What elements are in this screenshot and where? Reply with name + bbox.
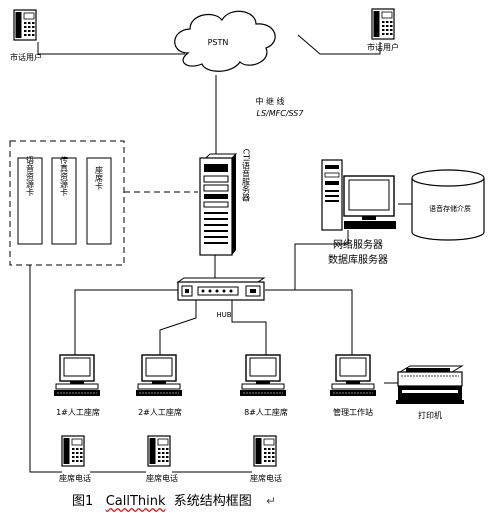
workstation-1-label: 1#人工座席: [56, 407, 100, 417]
network-server-label: 网络服务器: [333, 238, 383, 251]
printer-label: 打印机: [418, 410, 442, 420]
line-right-user-pstn: [297, 34, 381, 55]
trunk-line-label: 中 继 线: [255, 96, 284, 106]
seat-phone-3-icon: [253, 435, 277, 467]
card-seat-label: 座席卡: [95, 165, 104, 191]
database-server-label: 数据库服务器: [328, 253, 388, 266]
hub-label: HUB: [216, 311, 231, 319]
seat-phone-1-label: 座席电话: [59, 473, 91, 483]
card-fax-label: 传真资源卡: [60, 155, 69, 197]
pstn-cloud: PSTN: [174, 10, 276, 72]
management-workstation-icon: [329, 354, 377, 397]
city-user-left-label: 市话用户: [10, 52, 42, 62]
card-voice-label: 语音资源卡: [26, 155, 35, 197]
line-hub-ws8: [231, 300, 267, 355]
workstation-8-icon: [239, 354, 287, 397]
city-user-right-phone-icon: [371, 8, 395, 40]
card-seat: 座席卡: [86, 157, 112, 245]
city-user-right-label: 市话用户: [367, 42, 399, 52]
cti-server-icon: [199, 153, 238, 256]
card-fax: 传真资源卡: [51, 155, 77, 245]
storage-label: 语音存储介质: [429, 204, 471, 213]
pstn-label: PSTN: [208, 38, 229, 47]
figure-number: 图1: [72, 494, 94, 509]
line-hub-ws1: [74, 289, 178, 355]
workstation-2-icon: [135, 354, 183, 397]
seat-phone-2-label: 座席电话: [146, 473, 178, 483]
figure-caption: 图1 CallThink 系统结构框图 ↵: [72, 490, 276, 509]
seat-phone-2-icon: [147, 435, 171, 467]
workstation-1-icon: [53, 354, 101, 397]
storage-cylinder-icon: [411, 169, 485, 241]
line-hub-ws2: [159, 300, 197, 355]
line-left-user-pstn: [37, 42, 185, 55]
printer-icon: [396, 365, 464, 404]
workstation-8-label: 8#人工座席: [244, 407, 288, 417]
connection-lines: [29, 34, 412, 473]
caption-brand: CallThink: [105, 494, 166, 509]
card-voice: 语音资源卡: [17, 155, 43, 245]
seat-phone-1-icon: [61, 435, 85, 467]
return-mark-icon: ↵: [265, 494, 276, 508]
seat-phone-3-label: 座席电话: [250, 473, 282, 483]
caption-title: 系统结构框图: [173, 494, 252, 509]
line-cards-phones: [29, 265, 62, 473]
trunk-protocol-label: LS/MFC/SS7: [257, 109, 305, 118]
line-hub-mgmt: [265, 289, 353, 355]
city-user-left-phone-icon: [13, 9, 37, 41]
card-enclosure: [9, 140, 125, 266]
management-workstation-label: 管理工作站: [333, 407, 373, 417]
workstation-2-label: 2#人工座席: [138, 407, 182, 417]
cti-server-label: CTI语音服务器: [242, 149, 251, 203]
hub-icon: [176, 277, 266, 301]
network-server-icon: [321, 159, 396, 231]
